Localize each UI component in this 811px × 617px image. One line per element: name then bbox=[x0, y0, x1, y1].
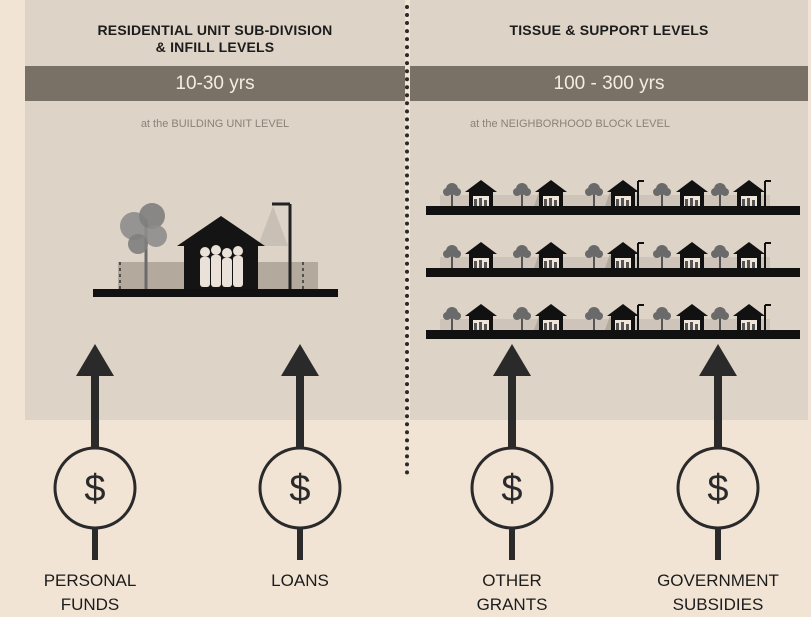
loans-label: LOANS bbox=[271, 571, 329, 590]
coin-arrow-icon bbox=[55, 344, 135, 560]
dollar-icon: $ bbox=[707, 468, 728, 510]
dollar-icon: $ bbox=[84, 468, 105, 510]
coin-arrow-icon bbox=[260, 344, 340, 560]
house-icon bbox=[177, 216, 265, 290]
dotted-divider bbox=[405, 5, 409, 475]
support-levels-title: TISSUE & SUPPORT LEVELS bbox=[509, 22, 709, 38]
coin-arrow-icon bbox=[472, 344, 552, 560]
block-row bbox=[426, 242, 800, 277]
funding-subsidies: $ bbox=[678, 344, 758, 560]
other-grants-label: OTHER GRANTS bbox=[476, 571, 548, 614]
ground-line bbox=[93, 289, 338, 297]
infill-levels-title: RESIDENTIAL UNIT SUB-DIVISION & INFILL L… bbox=[97, 22, 333, 55]
funding-loans: $ bbox=[260, 344, 340, 560]
coin-arrow-icon bbox=[678, 344, 758, 560]
building-unit-sublabel: at the BUILDING UNIT LEVEL bbox=[140, 118, 290, 130]
block-row bbox=[426, 180, 800, 215]
neighborhood-block-sublabel: at the NEIGHBORHOOD BLOCK LEVEL bbox=[470, 118, 670, 130]
dollar-icon: $ bbox=[289, 468, 310, 510]
tree-icon bbox=[120, 203, 167, 290]
support-timespan-band: 100 - 300 yrs bbox=[410, 66, 808, 101]
block-row bbox=[426, 304, 800, 339]
dollar-icon: $ bbox=[501, 468, 522, 510]
funding-grants: $ bbox=[472, 344, 552, 560]
people-icon bbox=[200, 245, 243, 287]
personal-funds-label: PERSONAL FUNDS bbox=[43, 571, 137, 614]
neighborhood-block-rows bbox=[426, 180, 800, 339]
funding-personal: $ bbox=[55, 344, 135, 560]
street-lamp-icon bbox=[272, 202, 292, 290]
government-subsidies-label: GOVERNMENT SUBSIDIES bbox=[657, 571, 779, 614]
infill-timespan-band: 10-30 yrs bbox=[25, 66, 405, 101]
single-house-scene bbox=[93, 202, 338, 297]
